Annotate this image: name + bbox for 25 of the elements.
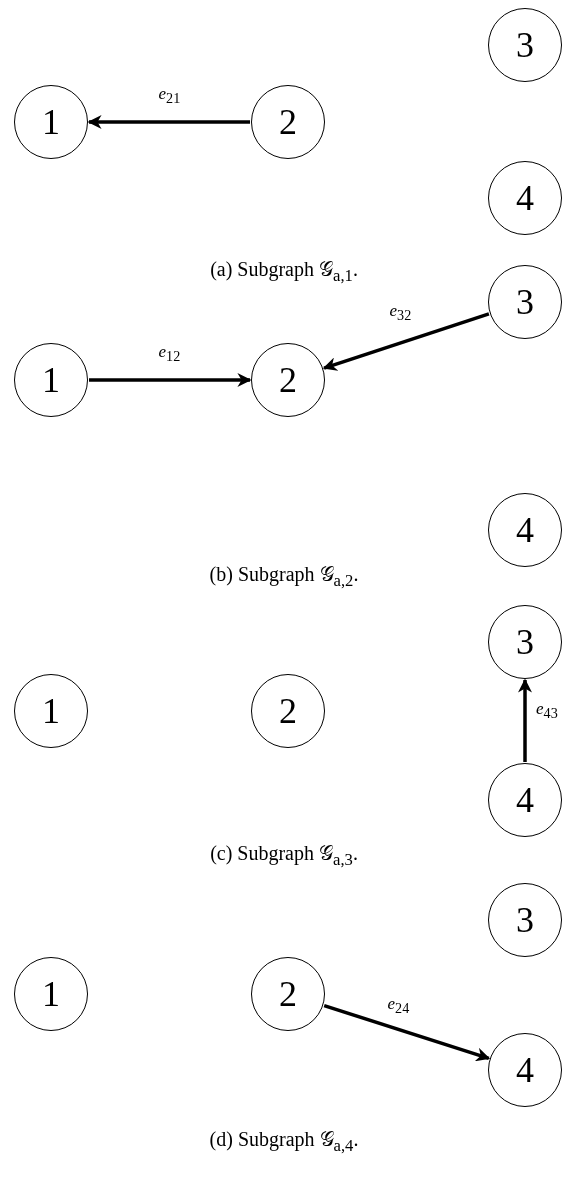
- arrow: [89, 373, 252, 387]
- node-number: 1: [42, 362, 60, 398]
- node-number: 3: [516, 624, 534, 660]
- node-number: 4: [516, 1052, 534, 1088]
- arrow: [518, 678, 532, 762]
- arrow: [323, 1003, 491, 1062]
- caption: (b) Subgraph 𝒢$_{a,2}$.: [209, 563, 359, 591]
- node-number: 2: [279, 362, 297, 398]
- node-number: 1: [42, 976, 60, 1012]
- caption: (c) Subgraph 𝒢$_{a,3}$.: [210, 842, 358, 870]
- node-number: 3: [516, 902, 534, 938]
- node-number: 1: [42, 104, 60, 140]
- caption: (a) Subgraph 𝒢$_{a,1}$.: [210, 258, 358, 286]
- arrow: [322, 312, 490, 371]
- node-number: 4: [516, 782, 534, 818]
- node-number: 1: [42, 693, 60, 729]
- node-number: 3: [516, 284, 534, 320]
- arrow: [87, 115, 250, 129]
- node-number: 2: [279, 976, 297, 1012]
- caption: (d) Subgraph 𝒢$_{a,4}$.: [209, 1128, 359, 1156]
- node-number: 3: [516, 27, 534, 63]
- node-number: 4: [516, 512, 534, 548]
- node-number: 4: [516, 180, 534, 216]
- node-number: 2: [279, 104, 297, 140]
- node-number: 2: [279, 693, 297, 729]
